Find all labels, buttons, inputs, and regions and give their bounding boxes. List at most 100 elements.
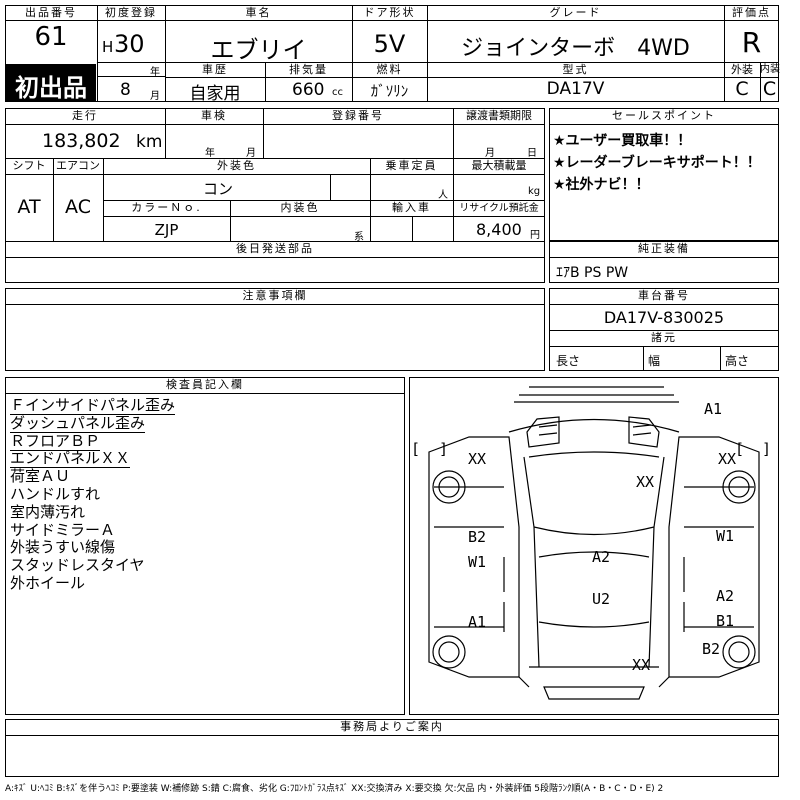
mileage-label: 走行 [72,109,98,122]
displacement-label: 排気量 [289,63,328,76]
header-section [5,5,779,102]
max-load-unit: kg [528,186,541,197]
inspector-note: Ｆインサイドパネル歪み [10,396,176,415]
damage-mark-b2-right: B2 [702,640,721,658]
color-number-label: カラーＮｏ. [131,201,202,214]
later-parts-label: 後日発送部品 [236,242,314,255]
lot-number: 61 [34,22,68,52]
recycle-fee-label: リサイクル預託金 [459,203,539,214]
inspector-section [5,377,405,715]
damage-mark-b1-right: B1 [716,612,735,630]
inspector-note: ＲフロアＢＰ [10,431,101,451]
reg-year: 30 [114,30,145,58]
chassis-number: DA17V-830025 [603,308,725,327]
interior-grade: C [762,78,777,100]
details-section [5,108,545,283]
capacity-label: 乗車定員 [385,159,438,172]
damage-mark-xx-center: XX [636,473,655,491]
exterior-color-label: 外装色 [217,159,256,172]
exterior-grade-label: 外装 [731,63,753,76]
damage-mark-xx-rear: XX [632,656,651,674]
damage-mark-xx-fl: XX [468,450,487,468]
door-type: 5V [373,30,406,58]
fuel: ｶﾞｿﾘﾝ [370,82,409,100]
mileage-unit: km [136,132,163,152]
damage-diagram-section [409,377,779,715]
grade-label: グレード [549,6,602,19]
displacement-unit: cc [332,87,343,98]
interior-color-label: 内装色 [280,201,320,214]
fuel-label: 燃料 [376,63,403,76]
history-label: 車歴 [202,63,228,76]
vehicle-diagram [428,386,760,700]
sales-point-2: ★レーダーブレーキサポート！！ [553,155,761,171]
exterior-grade: C [735,78,749,100]
office-notice-section [5,719,779,777]
aircon: AC [65,196,91,218]
score-label: 評価点 [732,6,771,19]
damage-mark-a1-left: A1 [468,613,487,631]
history: 自家用 [189,84,241,104]
inspector-note: 室内薄汚れ [10,502,86,521]
damage-mark-w1-right: W1 [716,527,735,545]
length-label: 長さ [556,354,581,368]
displacement: 660 [292,80,325,100]
capacity-unit: 人 [438,190,448,201]
inspector-note: サイドミラーＡ [10,520,116,539]
inspector-note: ダッシュパネル歪み [10,413,146,433]
diagram-bracket: ] [439,440,449,458]
genuine-equipment: ｴｱB PS PW [556,265,629,281]
damage-mark-a1-top: A1 [704,400,723,418]
inspector-note: 荷室ＡＵ [10,467,71,486]
lot-number-label: 出品番号 [25,6,77,19]
interior-color-unit: 系 [354,232,364,243]
inspector-note: 外装うすい線傷 [10,538,116,557]
height-label: 高さ [725,354,750,368]
deadline-month-unit: 月 [485,148,495,159]
damage-code-legend: A:ｷｽﾞ U:ﾍｺﾐ B:ｷｽﾞを伴うﾍｺﾐ P:要塗装 W:補修跡 S:錆 … [5,784,664,794]
month-unit: 月 [150,91,160,102]
diagram-bracket: [ [411,440,421,458]
exterior-color: コン [203,180,234,198]
inspector-note: 外ホイール [10,574,86,592]
inspector-note: エンドパネルＸＸ [10,449,131,469]
recycle-fee: 8,400 [476,220,522,239]
first-listing-text: 初出品 [15,74,87,102]
inspector-note: ハンドルすれ [10,485,101,503]
sales-points-section [549,108,779,241]
max-load-label: 最大積載量 [471,159,527,172]
sales-point-3: ★社外ナビ！！ [553,177,650,193]
model-code-label: 型式 [562,63,589,76]
inspection-year-unit: 年 [205,148,215,159]
sales-point-1: ★ユーザー買取車！！ [553,133,692,149]
inspector-title: 検査員記入欄 [166,378,244,391]
inspection-month-unit: 月 [246,148,256,159]
office-notice-title: 事務局よりご案内 [340,720,444,733]
first-listing-badge: 初出品 [6,64,96,102]
damage-mark-u2-center: U2 [592,590,611,608]
damage-mark-a2-center: A2 [592,548,611,566]
diagram-bracket: [ [735,440,745,458]
notes-section [5,288,545,371]
mileage: 183,802 [42,130,121,152]
grade: ジョインターボ 4WD [461,36,690,61]
document-deadline-label: 譲渡書類期限 [466,109,532,122]
damage-mark-a2-right: A2 [716,587,735,605]
specs-label: 諸元 [651,331,677,344]
first-registration-label: 初度登録 [105,6,157,19]
aircon-label: エアコン [56,159,100,172]
door-type-label: ドア形状 [363,6,416,19]
score: R [741,26,762,59]
damage-mark-b2-left: B2 [468,528,487,546]
registration-number-label: 登録番号 [332,109,384,122]
chassis-section [549,288,779,371]
recycle-fee-unit: 円 [530,230,540,241]
era: H [102,38,114,56]
year-unit: 年 [150,67,160,78]
deadline-day-unit: 日 [527,148,537,159]
width-label: 幅 [648,354,661,368]
damage-mark-w1-left: W1 [468,553,487,571]
color-number: ZJP [154,221,179,239]
damage-mark-xx-fr: XX [718,450,737,468]
car-name-label: 車名 [245,6,272,19]
